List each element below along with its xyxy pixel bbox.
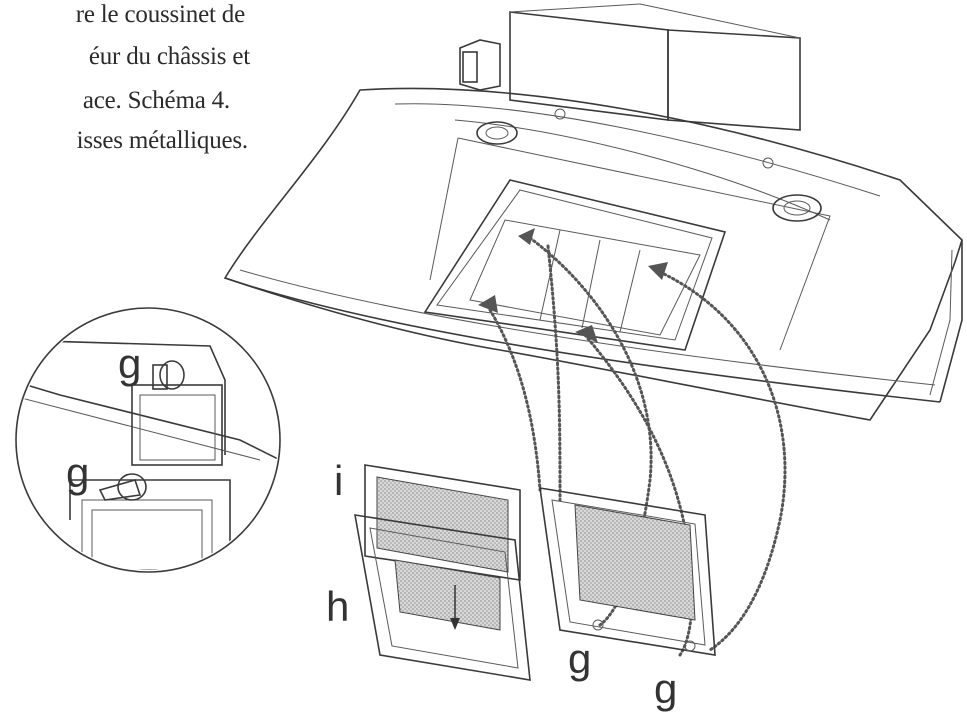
grease-filter-left bbox=[354, 464, 531, 681]
screw-hole bbox=[554, 108, 566, 120]
instruction-text-block: re le coussinet de éur du châssis et ace… bbox=[0, 0, 270, 170]
lamp-right bbox=[772, 194, 822, 222]
label-g-detail-bottom: g bbox=[66, 449, 90, 496]
label-g-filter-1: g bbox=[568, 635, 592, 682]
label-h: h bbox=[326, 583, 350, 630]
lamp-left bbox=[476, 121, 518, 145]
chimney-duct bbox=[459, 3, 801, 131]
instruction-line: re le coussinet de bbox=[75, 1, 245, 28]
label-g-filter-2: g bbox=[654, 665, 678, 712]
instruction-line: isses métalliques. bbox=[76, 127, 249, 154]
filter-frame bbox=[423, 179, 727, 351]
grease-filter-right bbox=[539, 487, 716, 656]
screw-hole bbox=[762, 157, 774, 169]
hood-canopy bbox=[223, 87, 963, 421]
instruction-line: éur du châssis et bbox=[88, 43, 250, 70]
label-g-detail-top: g bbox=[118, 340, 142, 387]
label-i: i bbox=[334, 457, 344, 504]
detail-magnifier bbox=[15, 307, 281, 573]
instruction-line: ace. Schéma 4. bbox=[82, 87, 230, 114]
